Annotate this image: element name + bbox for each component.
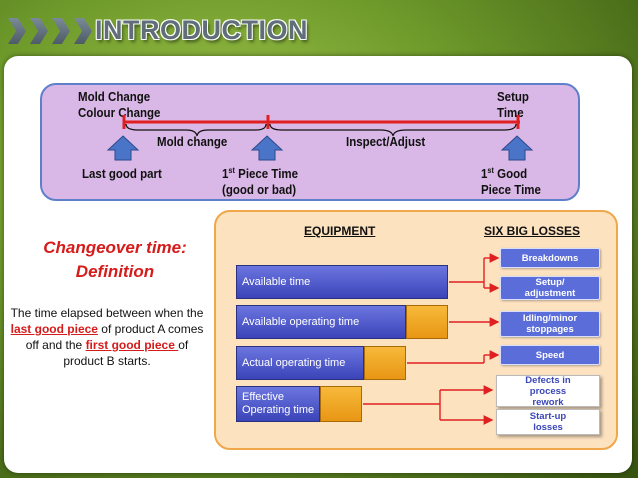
marker-first-piece-time: 1st Piece Time (good or bad) xyxy=(222,165,299,197)
marker-first-good-piece: 1st Good Piece Time xyxy=(481,165,541,197)
bar-available-operating-time: Available operating time xyxy=(236,305,406,339)
chevron-right-icon xyxy=(30,18,48,44)
segment-inspect-adjust: Inspect/Adjust xyxy=(346,135,426,149)
segment-mold-change: Mold change xyxy=(157,135,228,149)
definition-text: The time elapsed between when the last g… xyxy=(10,306,204,368)
definition-title: Changeover time: Definition xyxy=(43,238,187,281)
loss-block-speed xyxy=(364,346,406,380)
six-big-losses-heading: SIX BIG LOSSES xyxy=(484,224,581,238)
page-title: INTRODUCTION xyxy=(95,15,308,45)
loss-setup-adjustment: Setup/adjustment xyxy=(500,276,600,300)
chevron-right-icon xyxy=(8,18,26,44)
equipment-heading: EQUIPMENT xyxy=(304,224,376,238)
up-arrow-icon xyxy=(500,135,534,161)
up-arrow-icon xyxy=(106,135,140,161)
bar-actual-operating-time: Actual operating time xyxy=(236,346,364,380)
chevron-icons xyxy=(8,18,92,44)
loss-breakdowns: Breakdowns xyxy=(500,248,600,268)
mold-change-brace xyxy=(125,123,267,137)
loss-speed: Speed xyxy=(500,345,600,365)
marker-last-good-part: Last good part xyxy=(82,167,162,181)
bar-available-time: Available time xyxy=(236,265,448,299)
loss-block-setup xyxy=(406,305,448,339)
chevron-right-icon xyxy=(74,18,92,44)
inspect-adjust-brace xyxy=(269,123,517,137)
timeline-top-left-label: Mold Change Colour Change xyxy=(78,90,161,120)
up-arrow-icon xyxy=(250,135,284,161)
chevron-right-icon xyxy=(52,18,70,44)
loss-block-quality xyxy=(320,386,362,422)
